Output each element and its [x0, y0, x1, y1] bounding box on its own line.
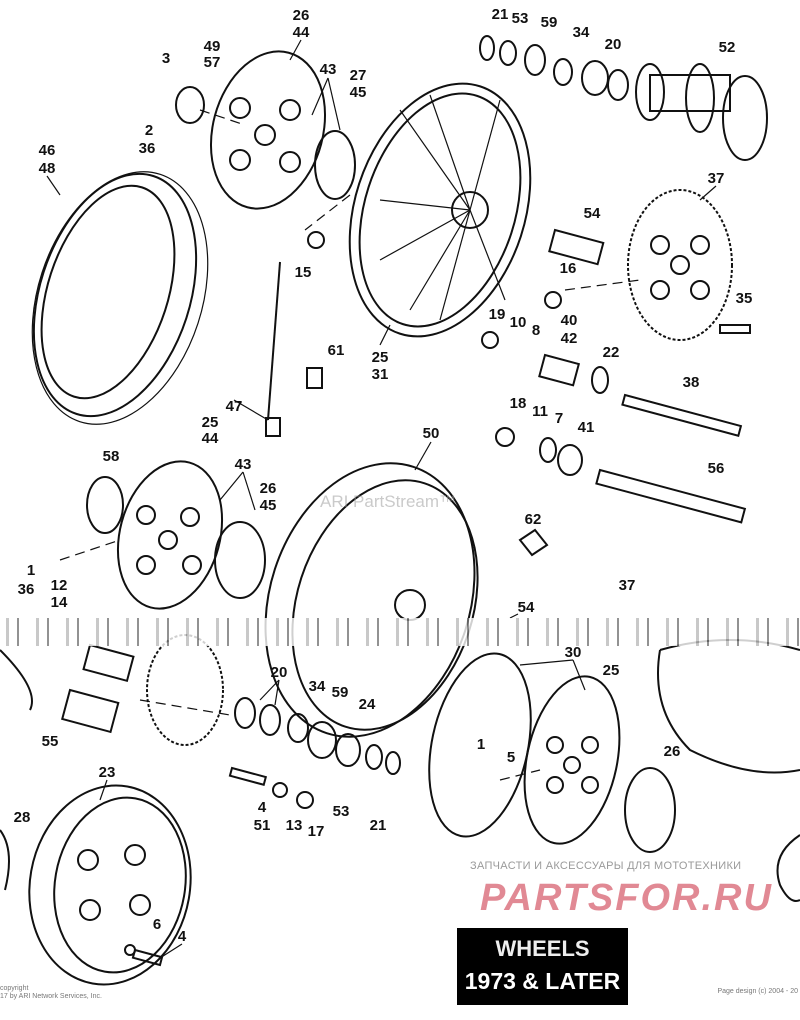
- callout: 4: [258, 799, 267, 816]
- callout: 26: [293, 7, 310, 24]
- spacer-26: [214, 521, 266, 599]
- callout: 25: [202, 414, 219, 431]
- callout: 47: [226, 398, 243, 415]
- callout: 62: [525, 511, 542, 528]
- callout-labels: 26 44 21 53 59 34 20 52 3 49 57 43 27 45…: [14, 6, 753, 945]
- hub-part: [635, 63, 768, 161]
- callout: 44: [293, 24, 310, 41]
- callout: 4: [178, 928, 187, 945]
- callout: 15: [295, 264, 312, 281]
- callout: 21: [492, 6, 509, 23]
- callout: 55: [42, 733, 59, 750]
- ari-watermark: ARI PartStream™: [320, 492, 457, 511]
- callout: 51: [254, 817, 271, 834]
- axles: [265, 228, 751, 557]
- callout: 48: [39, 160, 56, 177]
- callout: 57: [204, 54, 221, 71]
- bearing-58: [86, 476, 124, 534]
- brake-disc-middle: [116, 460, 224, 610]
- brake-disc-top: [209, 50, 327, 210]
- callout: 40: [561, 312, 578, 329]
- callout: 36: [18, 581, 35, 598]
- callout: 1: [27, 562, 35, 579]
- scan-glitch-band: [0, 618, 800, 646]
- leader-lines: [46, 39, 717, 959]
- callout: 50: [423, 425, 440, 442]
- banner-subtitle: 1973 & LATER: [464, 968, 621, 994]
- callout: 37: [708, 170, 725, 187]
- banner-title: WHEELS: [495, 936, 590, 961]
- callout: 30: [565, 644, 582, 661]
- callout: 20: [271, 664, 288, 681]
- callout: 14: [51, 594, 68, 611]
- sprocket-top: [627, 189, 733, 341]
- callout: 2: [145, 122, 153, 139]
- callout: 24: [359, 696, 376, 713]
- callout: 43: [235, 456, 252, 473]
- spoked-wheel-part: [348, 82, 532, 338]
- callout: 38: [683, 374, 700, 391]
- callout: 43: [320, 61, 337, 78]
- callout: 49: [204, 38, 221, 55]
- title-banner: WHEELS 1973 & LATER: [457, 928, 628, 1005]
- bearings-top: [479, 35, 629, 101]
- bearing-3: [175, 86, 205, 124]
- callout: 11: [532, 403, 548, 420]
- callout: 27: [350, 67, 367, 84]
- rim-part: [31, 171, 209, 425]
- callout: 42: [561, 330, 578, 347]
- callout: 41: [578, 419, 595, 436]
- callout: 26: [664, 743, 681, 760]
- callout: 45: [260, 497, 277, 514]
- callout: 6: [153, 916, 161, 933]
- callout: 54: [518, 599, 535, 616]
- callout: 18: [510, 395, 527, 412]
- callout: 59: [541, 14, 558, 31]
- callout: 23: [99, 764, 116, 781]
- callout: 25: [372, 349, 389, 366]
- callout: 52: [719, 39, 736, 56]
- watermark-tagline: ЗАПЧАСТИ И АКСЕССУАРЫ ДЛЯ МОТОТЕХНИКИ: [470, 860, 742, 872]
- callout: 53: [333, 803, 350, 820]
- lower-parts: [0, 634, 800, 986]
- copyright-left: copyright 17 by ARI Network Services, In…: [0, 985, 102, 1001]
- callout: 53: [512, 10, 529, 27]
- callout: 19: [489, 306, 506, 323]
- copyright-right: Page design (c) 2004 - 20: [717, 988, 798, 995]
- callout: 44: [202, 430, 219, 447]
- callout: 5: [507, 749, 515, 766]
- callout: 58: [103, 448, 120, 465]
- callout: 26: [260, 480, 277, 497]
- callout: 3: [162, 50, 170, 67]
- callout: 59: [332, 684, 349, 701]
- callout: 7: [555, 410, 563, 427]
- callout: 34: [573, 24, 590, 41]
- callout: 25: [603, 662, 620, 679]
- callout: 21: [370, 817, 387, 834]
- callout: 28: [14, 809, 31, 826]
- callout: 37: [619, 577, 636, 594]
- callout: 1: [477, 736, 485, 753]
- callout: 20: [605, 36, 622, 53]
- callout: 61: [328, 342, 345, 359]
- callout: 13: [286, 817, 303, 834]
- callout: 45: [350, 84, 367, 101]
- callout: 31: [372, 366, 389, 383]
- callout: 10: [510, 314, 527, 331]
- callout: 17: [308, 823, 325, 840]
- callout: 16: [560, 260, 577, 277]
- spacer-27: [314, 130, 356, 200]
- callout: 34: [309, 678, 326, 695]
- callout: 8: [532, 322, 540, 339]
- callout: 22: [603, 344, 620, 361]
- copyright-line-2: 17 by ARI Network Services, Inc.: [0, 993, 102, 1000]
- callout: 56: [708, 460, 725, 477]
- watermark-site: PARTSFOR.RU: [480, 877, 773, 919]
- callout: 36: [139, 140, 156, 157]
- callout: 12: [51, 577, 68, 594]
- copyright-line-1: copyright: [0, 985, 29, 992]
- callout: 54: [584, 205, 601, 222]
- callout: 35: [736, 290, 753, 307]
- callout: 46: [39, 142, 56, 159]
